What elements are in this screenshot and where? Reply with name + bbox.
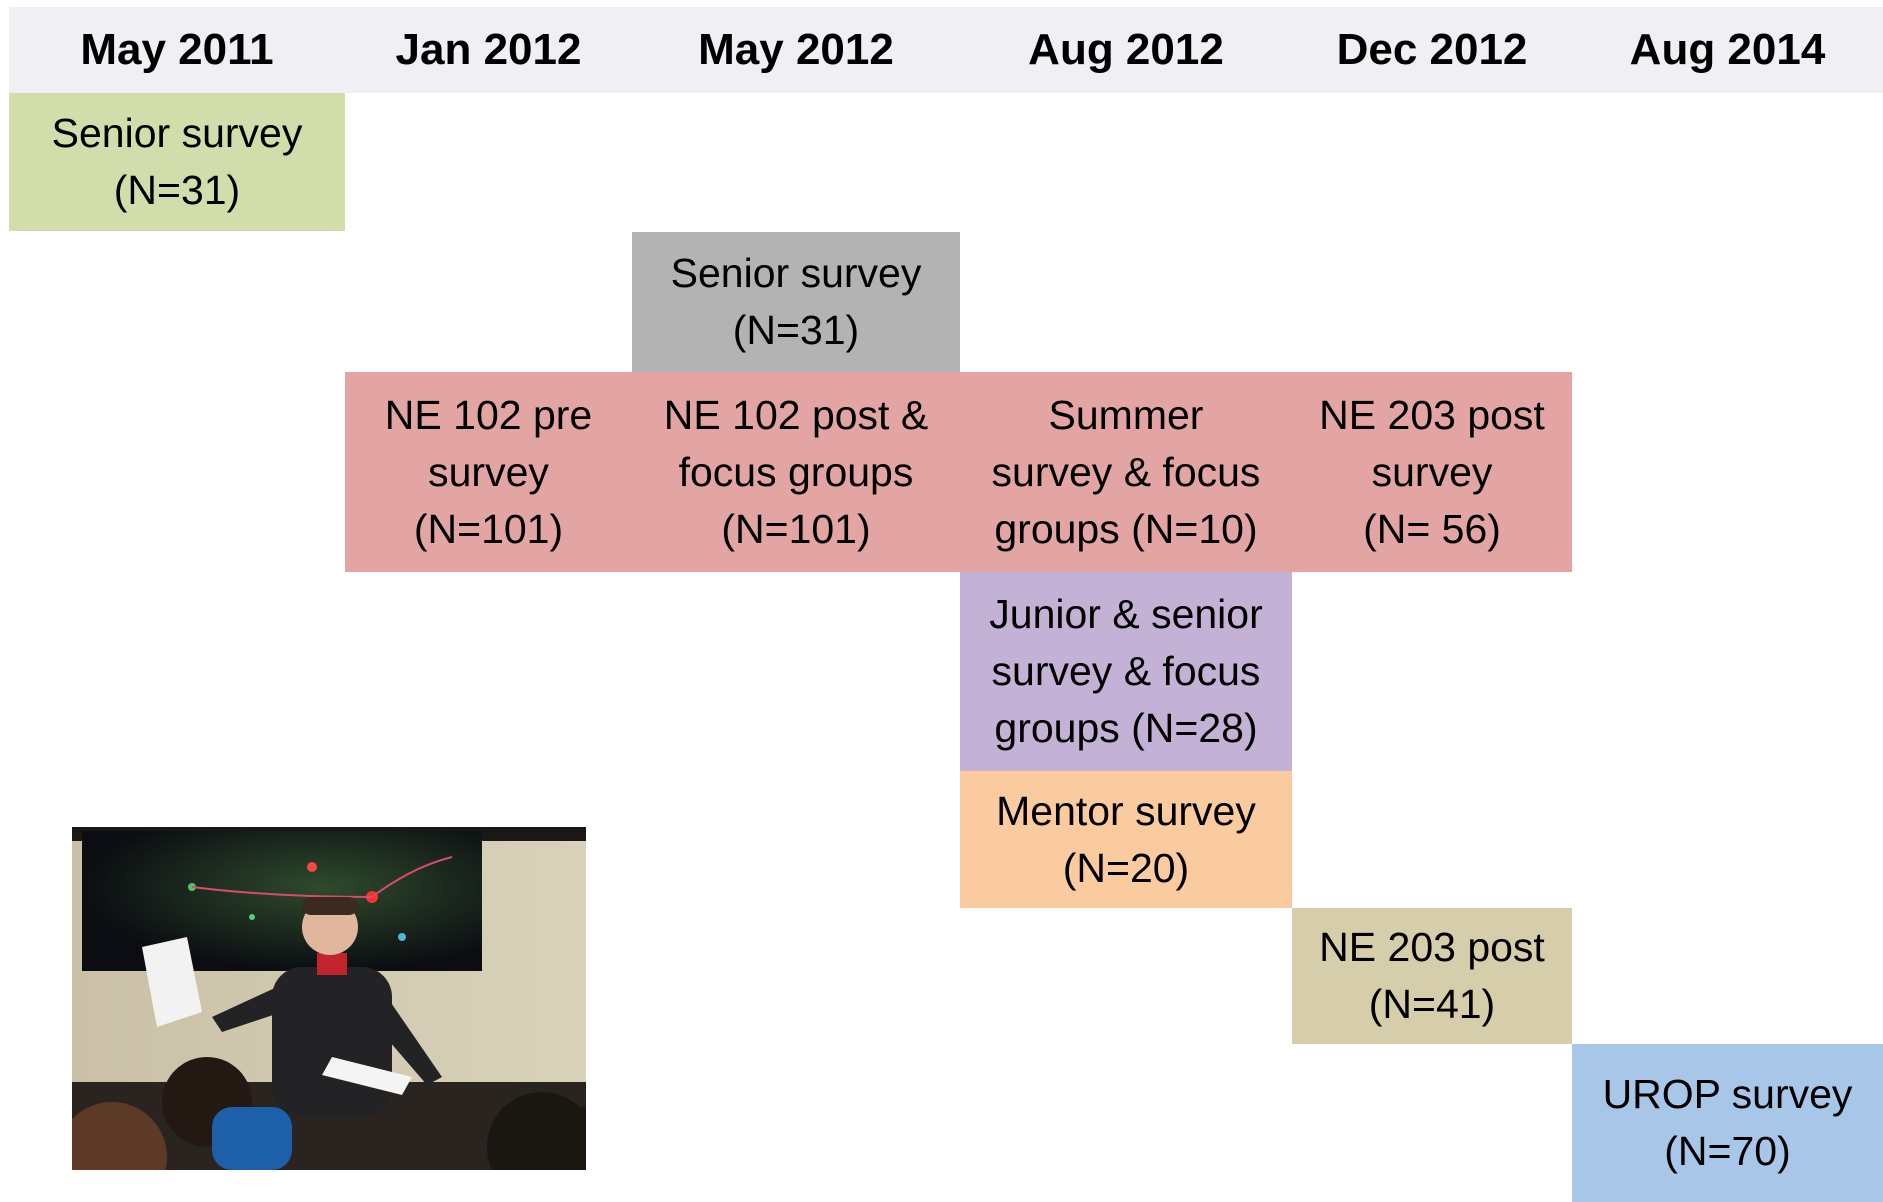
classroom-photo <box>72 827 586 1170</box>
box-line: survey & focus <box>991 448 1261 495</box>
ne203-post-survey-box: NE 203 post survey (N= 56) <box>1292 372 1572 572</box>
box-line: (N=20) <box>1062 844 1190 891</box>
senior-survey-2012-box: Senior survey (N=31) <box>632 232 960 372</box>
box-line: NE 102 pre <box>384 391 593 438</box>
box-line: (N=101) <box>721 505 871 552</box>
summer-survey-box: Summer survey & focus groups (N=10) <box>960 372 1292 572</box>
urop-survey-box: UROP survey (N=70) <box>1572 1044 1883 1202</box>
box-line: survey & focus <box>991 648 1261 694</box>
box-line: Junior & senior <box>989 591 1263 637</box>
mentor-survey-box: Mentor survey (N=20) <box>960 771 1292 908</box>
box-line: groups (N=10) <box>994 505 1258 552</box>
box-line: UROP survey <box>1602 1071 1853 1117</box>
box-line: (N=101) <box>413 505 564 552</box>
box-line: NE 102 post & <box>663 391 929 438</box>
column-jan-2012: Jan 2012 <box>395 25 582 74</box>
box-line: focus groups <box>678 448 914 495</box>
box-line: (N=41) <box>1368 981 1496 1027</box>
box-line: survey <box>428 448 549 495</box>
box-line: Summer <box>1048 391 1204 438</box>
column-may-2012: May 2012 <box>698 25 894 74</box>
box-line: (N=31) <box>732 307 860 353</box>
junior-senior-box: Junior & senior survey & focus groups (N=2… <box>960 572 1292 771</box>
box-line: Senior survey <box>51 110 303 156</box>
box-line: Mentor survey <box>996 787 1256 834</box>
box-line: survey <box>1371 448 1493 495</box>
ne102-pre-box: NE 102 pre survey (N=101) <box>345 372 632 572</box>
column-dec-2012: Dec 2012 <box>1336 25 1528 74</box>
box-line: (N=31) <box>113 167 241 213</box>
box-line: NE 203 post <box>1319 391 1545 438</box>
box-line: Senior survey <box>670 250 922 296</box>
column-aug-2014: Aug 2014 <box>1629 25 1826 74</box>
box-line: (N= 56) <box>1363 505 1501 552</box>
ne203-post-box: NE 203 post (N=41) <box>1292 908 1572 1044</box>
column-may-2011: May 2011 <box>80 25 274 74</box>
column-aug-2012: Aug 2012 <box>1028 25 1224 74</box>
ne102-post-box: NE 102 post & focus groups (N=101) <box>632 372 960 572</box>
box-line: groups (N=28) <box>994 705 1258 751</box>
box-line: (N=70) <box>1664 1128 1791 1174</box>
box-line: NE 203 post <box>1319 924 1545 970</box>
timeline-header <box>9 7 1883 93</box>
senior-survey-2011-box: Senior survey (N=31) <box>9 93 345 231</box>
